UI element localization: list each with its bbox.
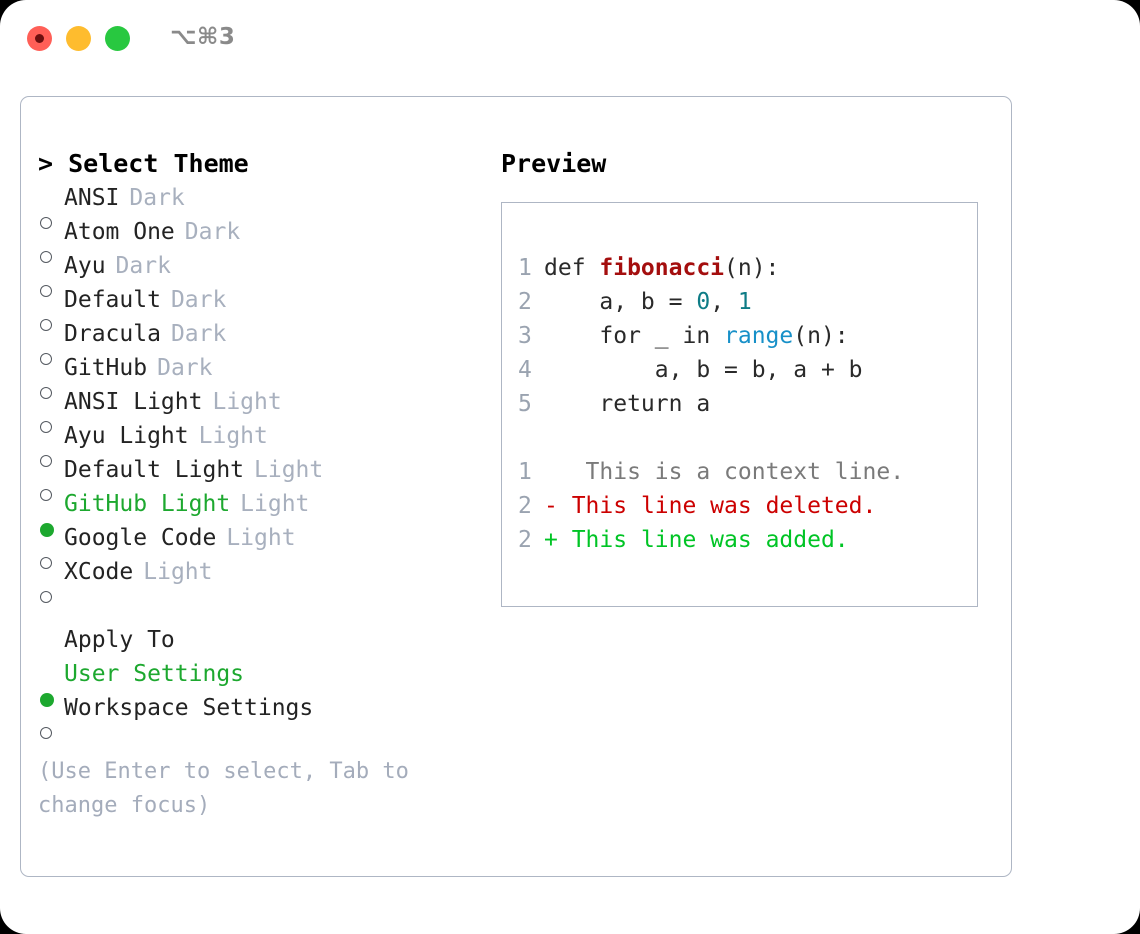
theme-name: ANSI Light <box>64 389 203 415</box>
diff-line-number: 2 <box>518 527 532 553</box>
theme-list-item[interactable]: Default Light Light <box>38 453 478 501</box>
theme-list-item[interactable]: ANSI Dark <box>38 181 478 229</box>
code-blank-line <box>518 421 971 455</box>
code-token-plain: (n): <box>724 255 780 281</box>
theme-list-item[interactable]: ANSI Light Light <box>38 385 478 433</box>
theme-list-item[interactable]: GitHub Dark <box>38 351 478 399</box>
preview-heading: Preview <box>501 149 607 178</box>
theme-category-tag: Dark <box>170 321 227 347</box>
diff-text: This line was added. <box>557 527 849 553</box>
code-line-number: 5 <box>518 391 532 417</box>
theme-name: XCode <box>64 559 134 585</box>
diff-line: 1 This is a context line. <box>518 455 971 489</box>
theme-category-tag: Light <box>254 457 324 483</box>
theme-category-tag: Light <box>212 389 282 415</box>
theme-name: Dracula <box>64 321 161 347</box>
theme-name: GitHub <box>64 355 148 381</box>
theme-list-item[interactable]: Google Code Light <box>38 521 478 569</box>
theme-category-tag: Light <box>143 559 213 585</box>
code-line-number: 3 <box>518 323 532 349</box>
theme-name: Default <box>64 287 161 313</box>
diff-line: 2 + This line was added. <box>518 523 971 557</box>
diff-sample: 1 This is a context line.2- This line wa… <box>518 455 971 557</box>
theme-category-tag: Light <box>240 491 310 517</box>
theme-category-tag: Dark <box>170 287 227 313</box>
diff-marker: - <box>544 493 558 519</box>
code-line: 3 for _ in range(n): <box>518 319 971 353</box>
theme-category-tag: Light <box>198 423 268 449</box>
code-token-plain: def <box>544 255 600 281</box>
code-token-plain: , <box>710 289 738 315</box>
theme-name: Google Code <box>64 525 217 551</box>
diff-line-number: 2 <box>518 493 532 519</box>
code-line: 2 a, b = 0, 1 <box>518 285 971 319</box>
theme-list-item[interactable]: XCode Light <box>38 555 478 603</box>
minimize-button[interactable] <box>66 26 91 51</box>
theme-name: GitHub Light <box>64 491 231 517</box>
theme-name: Ayu Light <box>64 423 189 449</box>
diff-line-number: 1 <box>518 459 532 485</box>
code-token-num: 0 <box>696 289 711 315</box>
close-button[interactable] <box>27 26 52 51</box>
theme-list-item[interactable]: Default Dark <box>38 283 478 331</box>
code-token-num: 1 <box>737 289 752 315</box>
diff-line: 2- This line was deleted. <box>518 489 971 523</box>
theme-category-tag: Dark <box>115 253 171 279</box>
theme-list-item[interactable]: Ayu Light Light <box>38 419 478 467</box>
maximize-button[interactable] <box>105 26 130 51</box>
code-token-plain: return a <box>544 391 711 417</box>
code-token-fn: fibonacci <box>599 255 725 281</box>
traffic-lights <box>27 26 130 51</box>
diff-marker <box>544 455 558 489</box>
keyboard-hint-text: (Use Enter to select, Tab to change focu… <box>38 759 409 818</box>
code-line: 4 a, b = b, a + b <box>518 353 971 387</box>
apply-to-option[interactable]: Workspace Settings <box>38 691 478 739</box>
code-line-number: 1 <box>518 255 532 281</box>
code-line: 5 return a <box>518 387 971 421</box>
theme-list-item[interactable]: Atom One Dark <box>38 215 478 263</box>
code-line-number: 4 <box>518 357 532 383</box>
select-theme-heading: > Select Theme <box>38 149 249 178</box>
code-line: 1 def fibonacci(n): <box>518 251 971 285</box>
theme-category-tag: Dark <box>184 219 241 245</box>
theme-category-tag: Light <box>226 525 296 551</box>
diff-marker: + <box>544 527 558 553</box>
diff-text: This is a context line. <box>557 459 905 485</box>
theme-category-tag: Dark <box>157 355 213 381</box>
code-token-plain: (n): <box>793 323 849 349</box>
theme-name: ANSI <box>64 185 120 211</box>
diff-text: This line was deleted. <box>557 493 877 519</box>
theme-name: Default Light <box>64 457 245 483</box>
code-token-plain: a, b = <box>544 289 697 315</box>
apply-to-heading: Apply To <box>64 627 175 653</box>
title-bar: ⌥⌘3 <box>0 0 1140 78</box>
theme-name: Atom One <box>64 219 175 245</box>
code-token-call: range <box>724 323 794 349</box>
theme-list-item[interactable]: Ayu Dark <box>38 249 478 297</box>
theme-category-tag: Dark <box>129 185 185 211</box>
apply-to-label: User Settings <box>64 661 245 687</box>
code-line-number: 2 <box>518 289 532 315</box>
list-spacer <box>38 589 478 623</box>
theme-list-item[interactable]: GitHub Light Light <box>38 487 478 537</box>
code-token-plain: for _ in <box>544 323 725 349</box>
apply-to-label: Workspace Settings <box>64 695 314 721</box>
code-token-plain: a, b = b, a + b <box>544 357 863 383</box>
apply-to-option[interactable]: User Settings <box>38 657 478 707</box>
theme-list-item[interactable]: Dracula Dark <box>38 317 478 365</box>
theme-name: Ayu <box>64 253 106 279</box>
keyboard-shortcut-label: ⌥⌘3 <box>170 24 236 50</box>
